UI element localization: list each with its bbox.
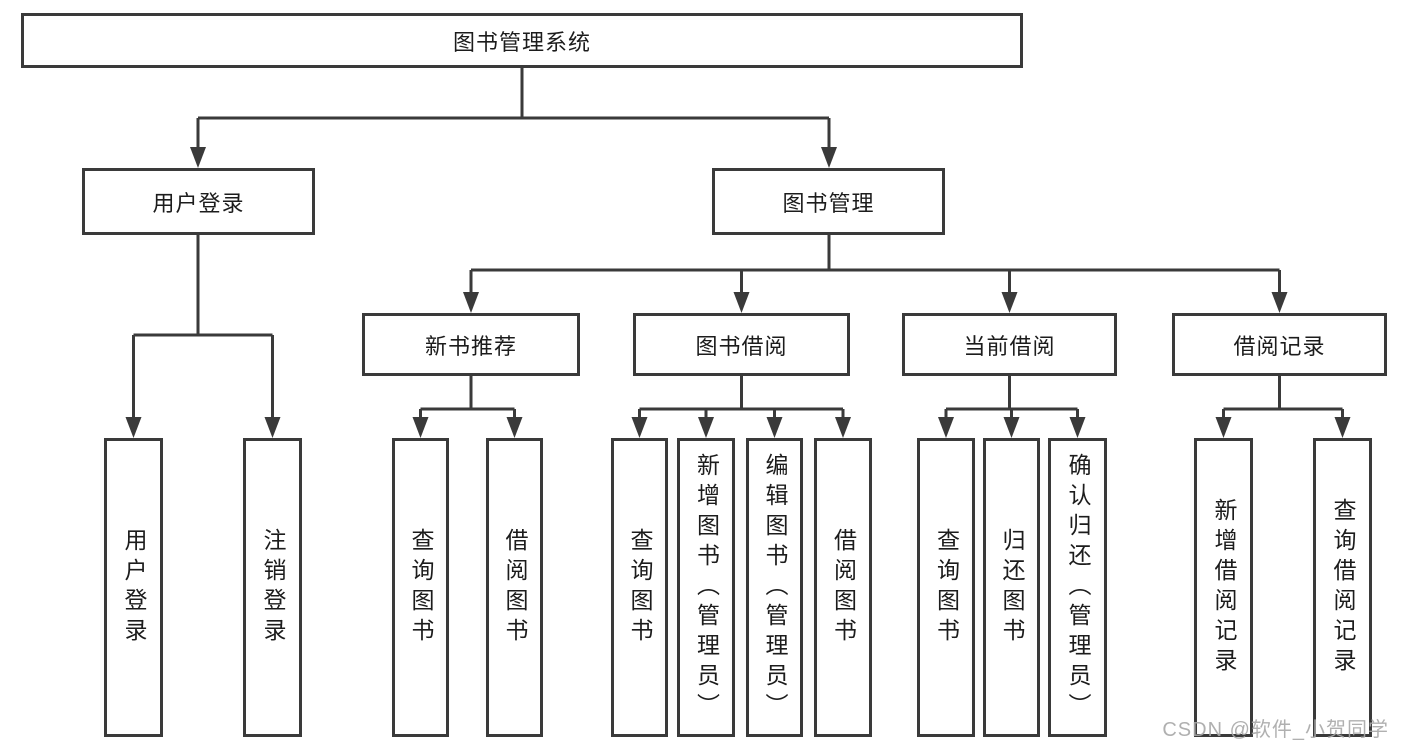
arrow-down-icon bbox=[264, 417, 281, 438]
leaf-borrow-books-recommend: 借阅图书 bbox=[486, 438, 543, 737]
leaf-label: 归还图书 bbox=[999, 527, 1025, 648]
leaf-label: 查询图书 bbox=[933, 527, 960, 648]
leaf-label: 查询图书 bbox=[627, 527, 653, 648]
node-book-management: 图书管理 bbox=[712, 168, 945, 235]
connector-current-children bbox=[944, 374, 1079, 420]
leaf-label: 借阅图书 bbox=[502, 527, 528, 648]
arrow-down-icon bbox=[766, 417, 783, 438]
leaf-add-books-admin: 新增图书（管理员） bbox=[677, 438, 735, 737]
arrow-down-icon bbox=[463, 292, 479, 313]
arrow-down-icon bbox=[125, 417, 142, 438]
arrowhead-icons bbox=[125, 147, 1351, 438]
arrow-down-icon bbox=[821, 147, 837, 168]
leaf-label: 新增图书（管理员） bbox=[693, 452, 720, 723]
leaf-add-borrow-record: 新增借阅记录 bbox=[1194, 438, 1253, 737]
leaf-edit-books-admin: 编辑图书（管理员） bbox=[746, 438, 803, 737]
leaf-user-login: 用户登录 bbox=[104, 438, 163, 737]
arrow-down-icon bbox=[1334, 417, 1351, 438]
leaf-label: 编辑图书（管理员） bbox=[762, 452, 788, 723]
connector-user-login-children bbox=[132, 233, 274, 420]
leaf-return-books: 归还图书 bbox=[983, 438, 1040, 737]
node-library-management-system: 图书管理系统 bbox=[21, 13, 1023, 68]
node-new-book-recommend: 新书推荐 bbox=[362, 313, 580, 376]
connector-root-to-level2 bbox=[196, 66, 831, 150]
leaf-query-books-recommend: 查询图书 bbox=[392, 438, 449, 737]
connector-borrow-children bbox=[638, 374, 845, 420]
node-user-login: 用户登录 bbox=[82, 168, 315, 235]
connector-lines bbox=[132, 66, 1344, 420]
leaf-logout: 注销登录 bbox=[243, 438, 302, 737]
leaf-query-borrow-record: 查询借阅记录 bbox=[1313, 438, 1372, 737]
leaf-borrow-books: 借阅图书 bbox=[814, 438, 872, 737]
arrow-down-icon bbox=[938, 417, 954, 438]
arrow-down-icon bbox=[733, 292, 750, 313]
leaf-label: 新增借阅记录 bbox=[1211, 497, 1237, 678]
leaf-query-books-borrow: 查询图书 bbox=[611, 438, 668, 737]
leaf-label: 确认归还（管理员） bbox=[1065, 452, 1091, 723]
arrow-down-icon bbox=[1001, 292, 1018, 313]
arrow-down-icon bbox=[1271, 292, 1288, 313]
arrow-down-icon bbox=[631, 417, 648, 438]
arrow-down-icon bbox=[1003, 417, 1020, 438]
node-book-borrow: 图书借阅 bbox=[633, 313, 850, 376]
arrow-down-icon bbox=[412, 417, 429, 438]
arrow-down-icon bbox=[1215, 417, 1232, 438]
arrow-down-icon bbox=[835, 417, 851, 438]
node-current-borrow: 当前借阅 bbox=[902, 313, 1117, 376]
leaf-label: 注销登录 bbox=[260, 527, 286, 648]
connector-records-children bbox=[1222, 374, 1344, 420]
arrow-down-icon bbox=[698, 417, 714, 438]
leaf-label: 借阅图书 bbox=[830, 527, 857, 648]
connector-new-book-children bbox=[419, 374, 516, 420]
node-borrow-records: 借阅记录 bbox=[1172, 313, 1387, 376]
connector-book-mgmt-children bbox=[469, 233, 1281, 294]
leaf-query-books-current: 查询图书 bbox=[917, 438, 975, 737]
leaf-label: 查询借阅记录 bbox=[1330, 497, 1356, 678]
arrow-down-icon bbox=[190, 147, 206, 168]
arrow-down-icon bbox=[1069, 417, 1086, 438]
leaf-confirm-return-admin: 确认归还（管理员） bbox=[1048, 438, 1107, 737]
leaf-label: 用户登录 bbox=[121, 527, 147, 648]
leaf-label: 查询图书 bbox=[408, 527, 434, 648]
arrow-down-icon bbox=[506, 417, 523, 438]
